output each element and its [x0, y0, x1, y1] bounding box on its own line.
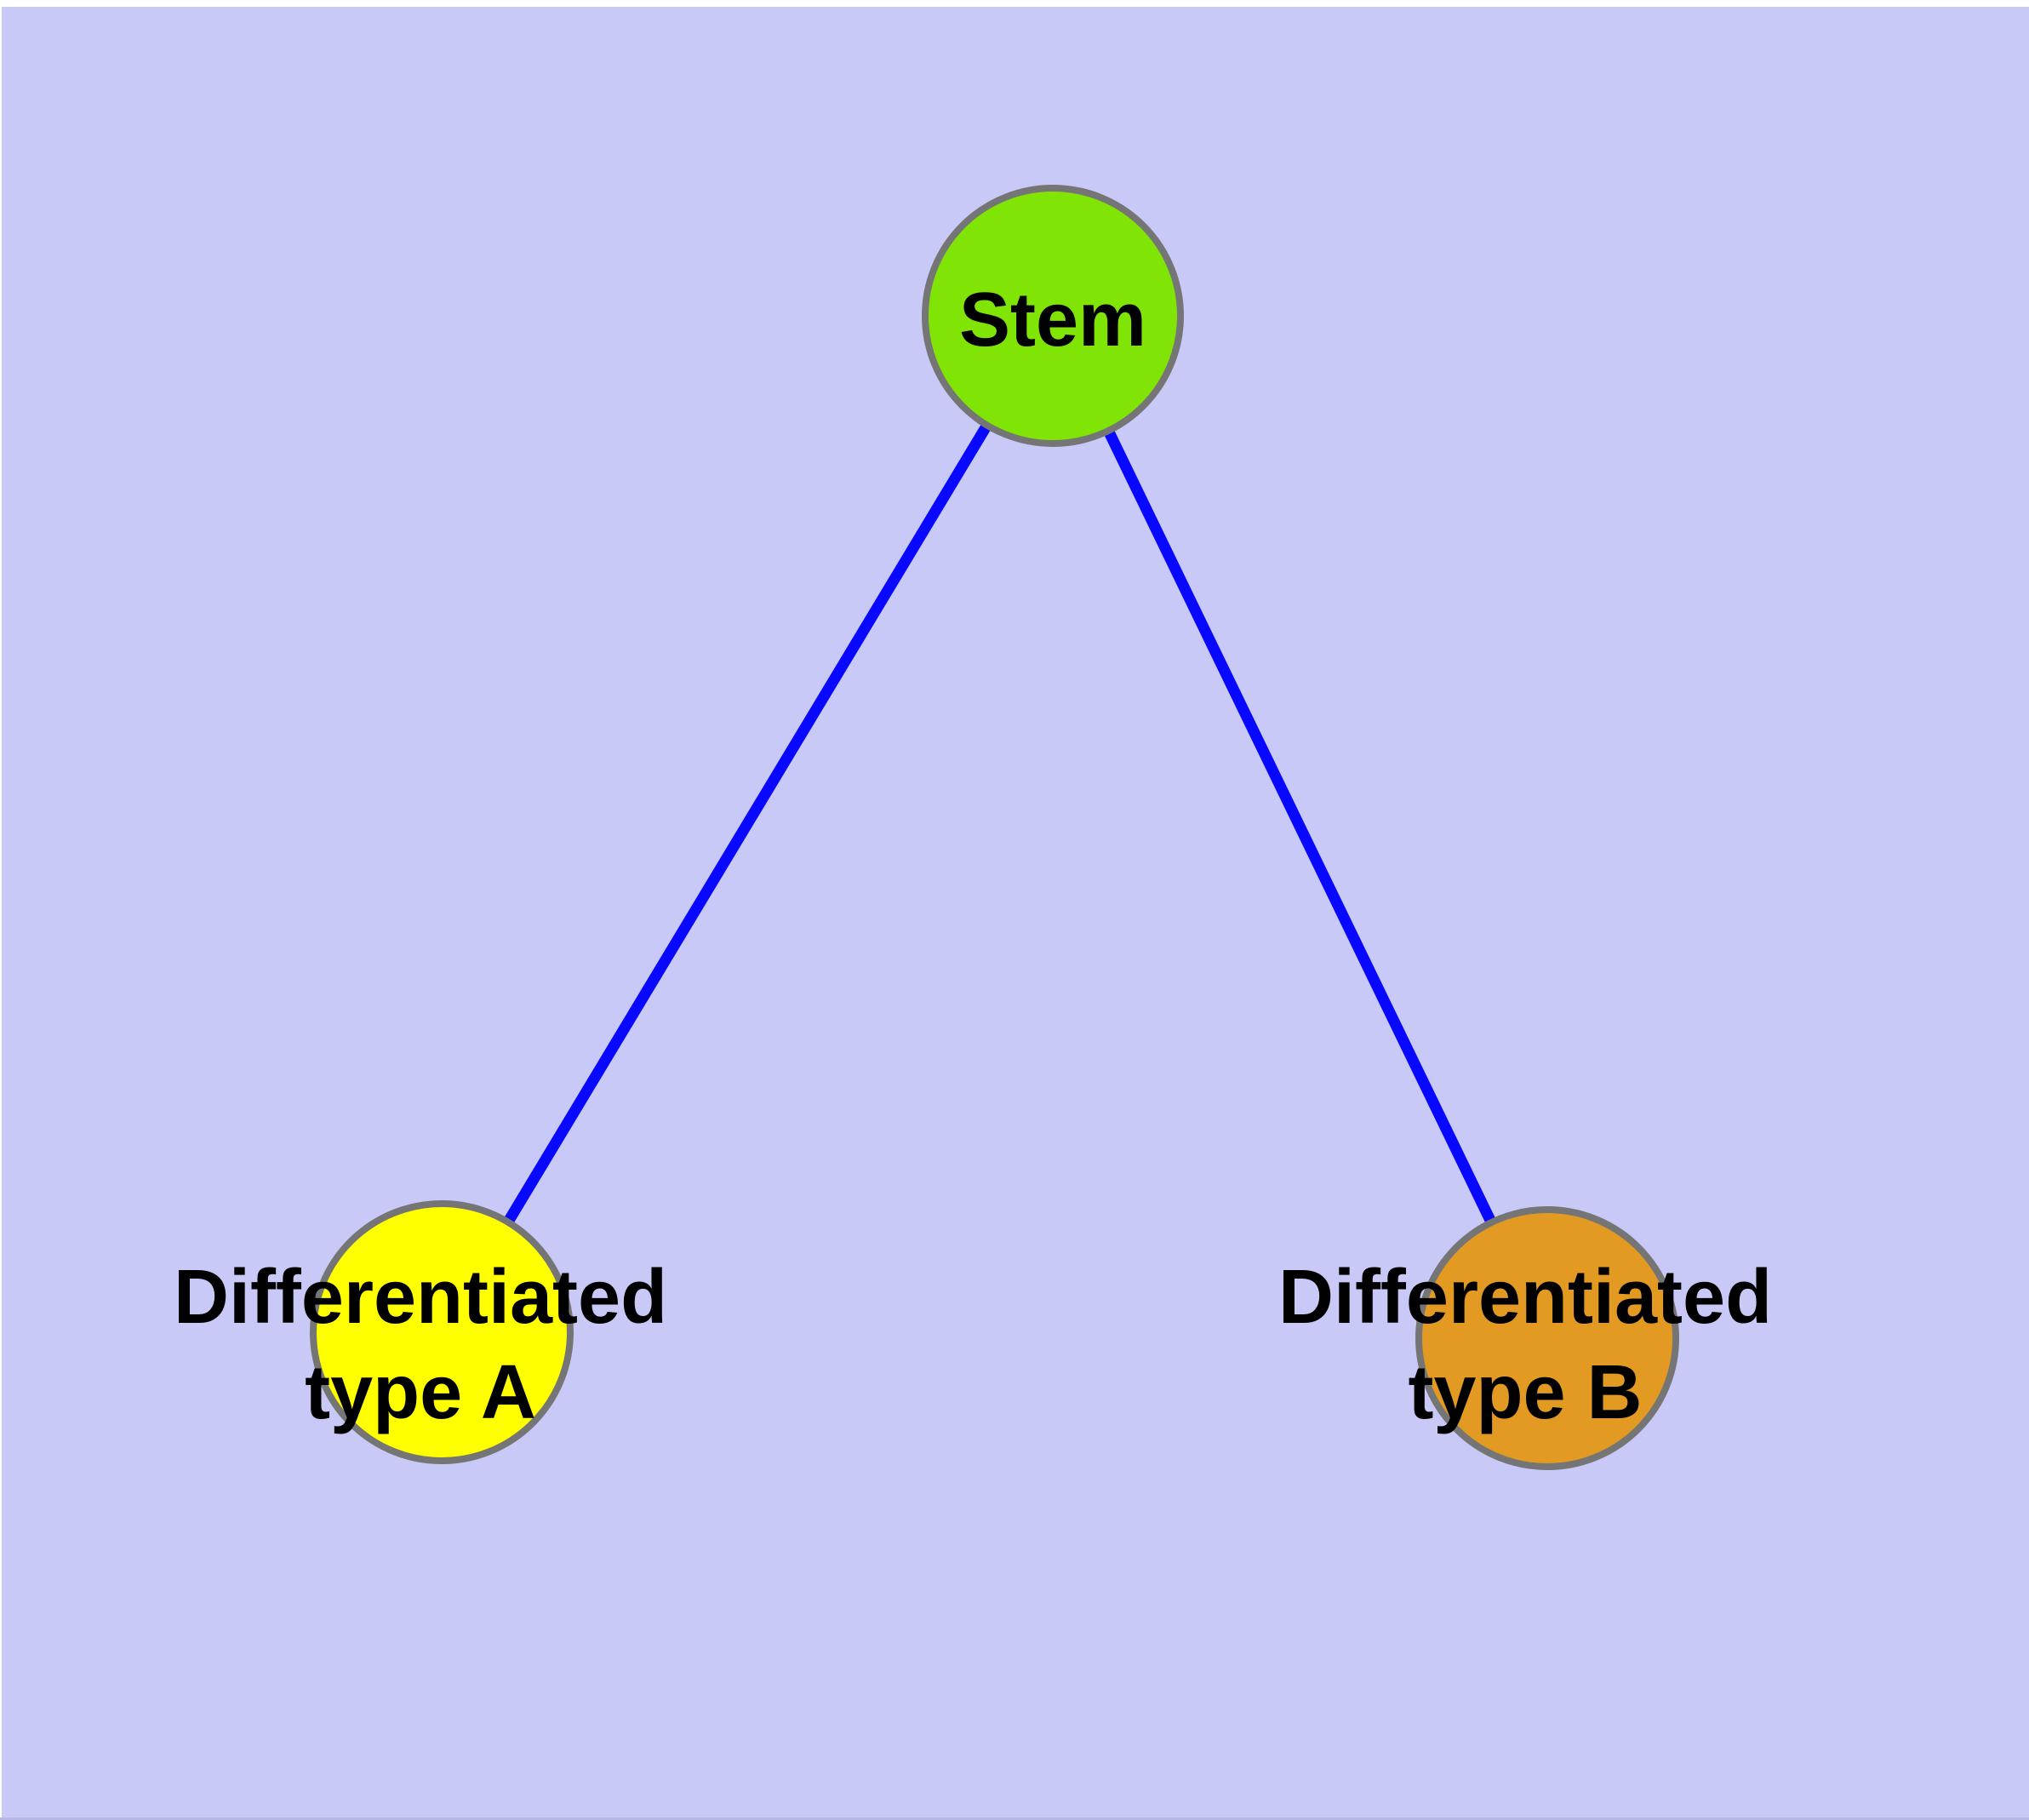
node-stem-label: Stem: [958, 278, 1147, 363]
edge-stem-to-type-a: [437, 312, 1058, 1336]
node-stem-circle: [922, 185, 1184, 447]
window-top-border: [0, 0, 2029, 7]
window-bottom-border: [0, 1817, 2029, 1820]
window-left-border: [0, 0, 2, 1820]
node-type-a-label: Differentiated type A: [173, 1255, 668, 1435]
node-type-b-circle: [1415, 1206, 1679, 1470]
edge-stem-to-type-b: [1048, 313, 1552, 1341]
node-type-a-circle: [310, 1200, 574, 1464]
node-type-b-label: Differentiated type B: [1277, 1255, 1773, 1435]
